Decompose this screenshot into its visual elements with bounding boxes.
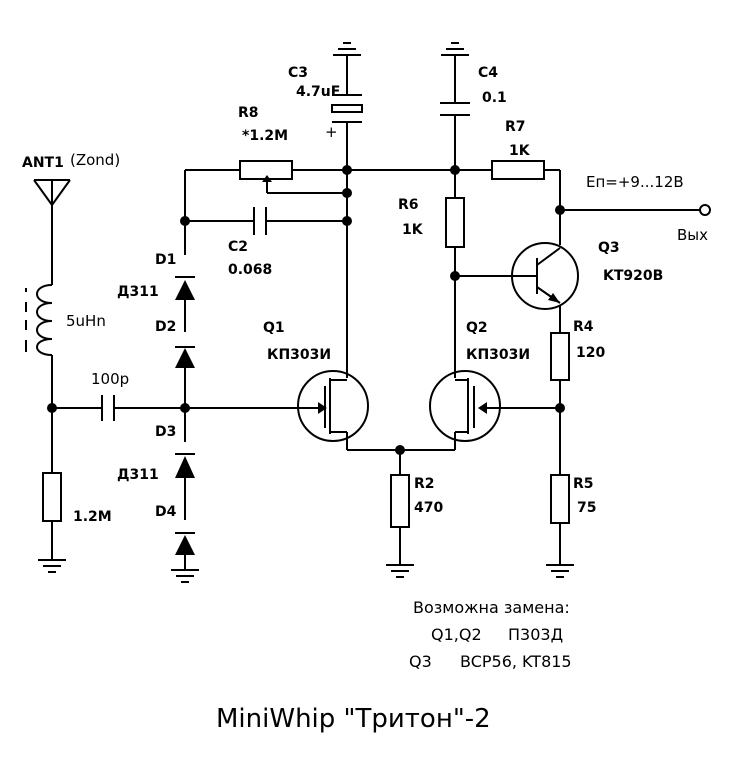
junction (180, 216, 190, 226)
r2-ref: R2 (414, 476, 435, 492)
supply-label: Eп=+9...12В (586, 173, 684, 191)
ground-icon (333, 42, 361, 56)
q2-type: КП303И (466, 347, 530, 363)
junction (342, 165, 352, 175)
q1-ref: Q1 (263, 320, 285, 336)
fet-q1 (297, 370, 369, 442)
capacitor-c2 (253, 207, 267, 235)
output-label: Вых (677, 226, 708, 244)
resistor-r2 (390, 474, 410, 528)
diode-d4-ref: D4 (155, 504, 177, 520)
diode-d1-ref: D1 (155, 252, 176, 268)
notes-line1-parts: Q1,Q2 (431, 625, 482, 644)
junction (342, 188, 352, 198)
c3-polarity: + (325, 123, 338, 141)
c4-value: 0.1 (482, 90, 507, 106)
cap-input-value: 100p (91, 370, 129, 388)
ground-icon (441, 42, 469, 56)
resistor-r4 (550, 332, 570, 381)
r6-value: 1K (402, 222, 424, 238)
junction (47, 403, 57, 413)
junction (555, 403, 565, 413)
junction (395, 445, 405, 455)
r8-wiper-arrow (262, 175, 272, 182)
q2-ref: Q2 (466, 320, 488, 336)
ground-icon (171, 569, 199, 583)
diode-d3 (175, 453, 195, 478)
notes-line2-parts: Q3 (409, 652, 432, 671)
capacitor-c3 (331, 94, 363, 123)
c3-value: 4.7uF (296, 84, 340, 100)
junction (450, 165, 460, 175)
diode-top-type: Д311 (117, 284, 159, 300)
r7-value: 1K (509, 143, 531, 159)
resistor-r7 (491, 160, 545, 180)
r8-value: *1.2M (242, 128, 288, 144)
diode-d4 (175, 532, 195, 555)
c2-ref: C2 (228, 239, 248, 255)
diode-bot-type: Д311 (117, 467, 159, 483)
junction (555, 205, 565, 215)
c4-ref: C4 (478, 65, 498, 81)
antenna-symbol (33, 179, 71, 207)
r5-ref: R5 (573, 476, 594, 492)
ground-symbols (38, 42, 574, 583)
r8-ref: R8 (238, 105, 259, 121)
junction (342, 216, 352, 226)
inductor-symbol (25, 284, 53, 356)
notes-line2-alt: BCP56, KT815 (460, 652, 572, 671)
c3-ref: C3 (288, 65, 308, 81)
r4-value: 120 (576, 345, 605, 361)
notes-line1-alt: П303Д (508, 625, 563, 644)
output-terminal[interactable] (699, 204, 711, 216)
diode-d1 (175, 276, 195, 300)
ground-icon (546, 564, 574, 578)
capacitor-c4 (440, 102, 470, 116)
ground-icon (38, 559, 66, 573)
q3-type: KT920B (603, 268, 663, 284)
fet-q2 (429, 370, 501, 442)
bjt-q3 (511, 242, 579, 310)
q3-ref: Q3 (598, 240, 620, 256)
wires (51, 55, 700, 570)
r5-value: 75 (577, 500, 596, 516)
resistor-r5 (550, 474, 570, 524)
diagram-title: MiniWhip "Тритон"-2 (216, 704, 491, 734)
junction (450, 271, 460, 281)
r4-ref: R4 (573, 319, 594, 335)
notes-heading: Возможна замена: (413, 598, 570, 617)
r7-ref: R7 (505, 119, 526, 135)
antenna-note: (Zond) (70, 151, 120, 169)
ground-icon (386, 564, 414, 578)
c2-value: 0.068 (228, 262, 272, 278)
inductor-value: 5uHn (66, 312, 106, 330)
q1-type: КП303И (267, 347, 331, 363)
diode-d3-ref: D3 (155, 424, 176, 440)
junction (180, 403, 190, 413)
resistor-input-value: 1.2M (73, 509, 112, 525)
junctions (47, 165, 565, 455)
r2-value: 470 (414, 500, 443, 516)
diode-d2-ref: D2 (155, 319, 176, 335)
diode-d2 (175, 346, 195, 368)
resistor-r8 (239, 160, 293, 180)
antenna-ref: ANT1 (22, 155, 64, 171)
resistor-r6 (445, 197, 465, 248)
capacitor-input (101, 395, 115, 421)
r6-ref: R6 (398, 197, 419, 213)
resistor-input (42, 472, 62, 522)
